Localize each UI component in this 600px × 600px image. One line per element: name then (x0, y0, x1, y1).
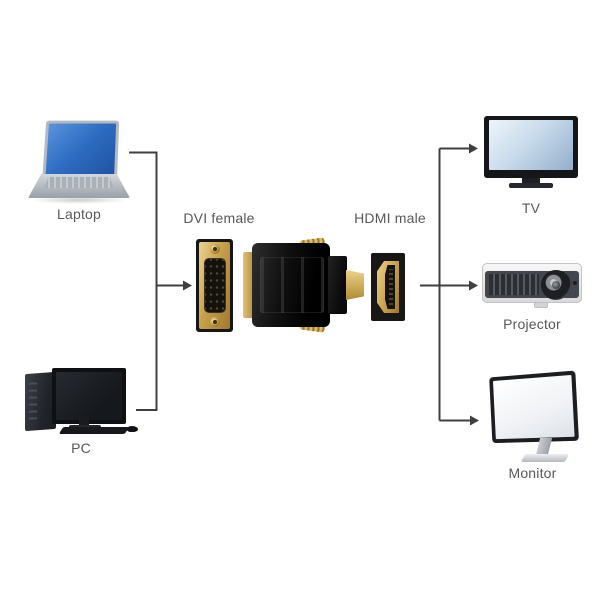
tv-stand-base (509, 183, 553, 188)
projector-lens (541, 270, 571, 300)
pc-keyboard (58, 427, 130, 434)
projector-vents (489, 274, 539, 295)
monitor-screen (492, 374, 575, 440)
pc-monitor-screen (56, 372, 122, 420)
projector-arrowhead (469, 280, 478, 291)
pc-illustration (25, 368, 138, 434)
laptop-label: Laptop (56, 206, 102, 222)
projector-lens-center (552, 281, 560, 289)
monitor-illustration (485, 370, 580, 466)
pc-monitor (52, 368, 126, 424)
monitor-stand-base (520, 454, 570, 462)
pc-mouse (127, 426, 138, 432)
pc-tower-slots (29, 379, 37, 420)
adapter-housing (252, 243, 330, 327)
laptop-shadow (30, 196, 128, 204)
dvi-pin-grid (203, 258, 226, 313)
tv-frame (484, 116, 578, 178)
hdmi-connector-shell (377, 261, 399, 313)
adapter-hdmi-neck (328, 256, 347, 314)
projector-sensor (573, 281, 577, 285)
hdmi-male-connector (371, 253, 405, 321)
projector-front-panel (485, 270, 579, 300)
monitor-frame (489, 370, 579, 444)
dvi-screw-hole-bottom (209, 317, 220, 327)
adapter-housing-ridges (260, 257, 324, 313)
tv-label: TV (521, 200, 541, 216)
tv-arrowhead (469, 143, 478, 154)
monitor-stand-neck (535, 438, 553, 455)
laptop-keyboard (44, 177, 114, 188)
pc-monitor-stand (79, 416, 89, 426)
dvi-connector-face (199, 242, 230, 329)
tv-illustration (484, 116, 578, 194)
projector-foot (534, 302, 548, 308)
hdmi-male-label: HDMI male (354, 210, 426, 226)
pc-label: PC (71, 440, 91, 456)
monitor-arrowhead (470, 415, 479, 426)
tv-screen (489, 120, 573, 170)
dvi-female-label: DVI female (183, 210, 255, 226)
dvi-female-connector (196, 239, 233, 332)
adapter-body (243, 237, 365, 333)
projector-label: Projector (503, 316, 561, 332)
laptop-base (28, 174, 130, 198)
laptop-illustration (28, 120, 130, 204)
adapter-input-arrowhead (183, 280, 192, 291)
laptop-wire (129, 151, 158, 411)
projector-body (482, 263, 582, 303)
tv-stand-neck (522, 178, 540, 183)
hdmi-pin-area (385, 265, 395, 309)
adapter-hdmi-plug (346, 270, 364, 300)
projector-illustration (482, 263, 582, 309)
monitor-label: Monitor (508, 465, 557, 481)
dvi-screw-hole-top (209, 244, 220, 254)
